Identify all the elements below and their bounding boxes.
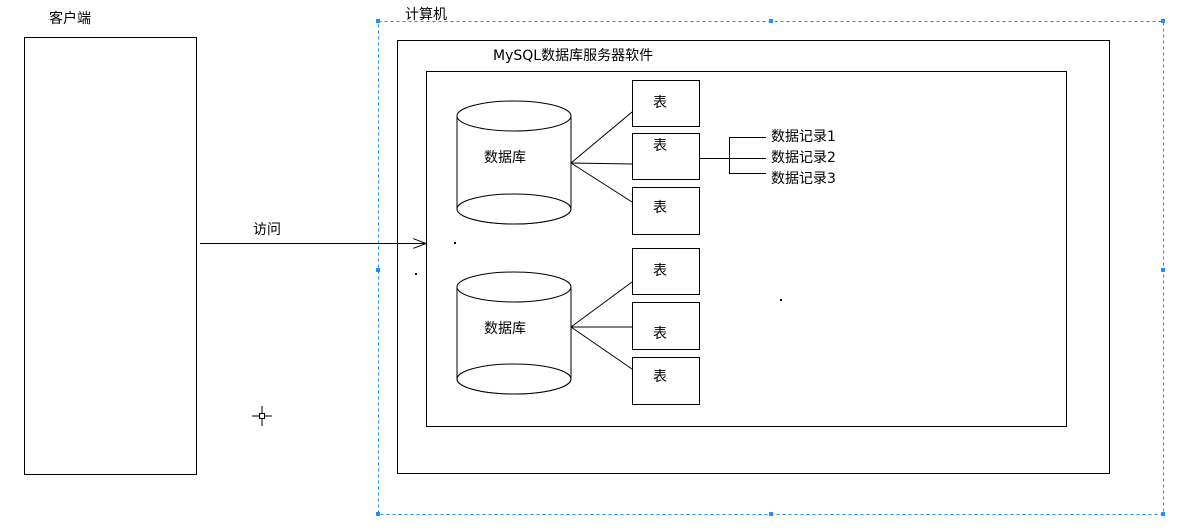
table-label: 表 [653,95,667,111]
record-label: 数据记录1 [771,129,836,145]
client-box [24,37,197,475]
database-icon [456,100,572,225]
computer-boundary [378,21,1164,515]
db2-connectors [570,281,633,370]
client-label: 客户端 [49,11,91,27]
table-label: 表 [653,200,667,216]
table-label: 表 [653,138,667,154]
record-label: 数据记录3 [771,171,836,187]
table-boxes [632,80,700,405]
stray-marks [415,242,782,301]
table-label: 表 [653,326,667,342]
computer-label: 计算机 [405,7,447,23]
crosshair-cursor-icon [252,406,272,426]
access-label: 访问 [253,222,281,238]
computer-box [397,40,1110,474]
database-label: 数据库 [484,321,526,337]
server-label: MySQL数据库服务器软件 [493,48,654,64]
table-label: 表 [653,369,667,385]
table-label: 表 [653,263,667,279]
server-box [426,71,1067,427]
boundary-handles [376,19,1165,516]
record-label: 数据记录2 [771,150,836,166]
record-bracket [700,137,766,174]
db1-connectors [570,111,633,203]
database-icon [456,271,572,395]
database-label: 数据库 [484,150,526,166]
